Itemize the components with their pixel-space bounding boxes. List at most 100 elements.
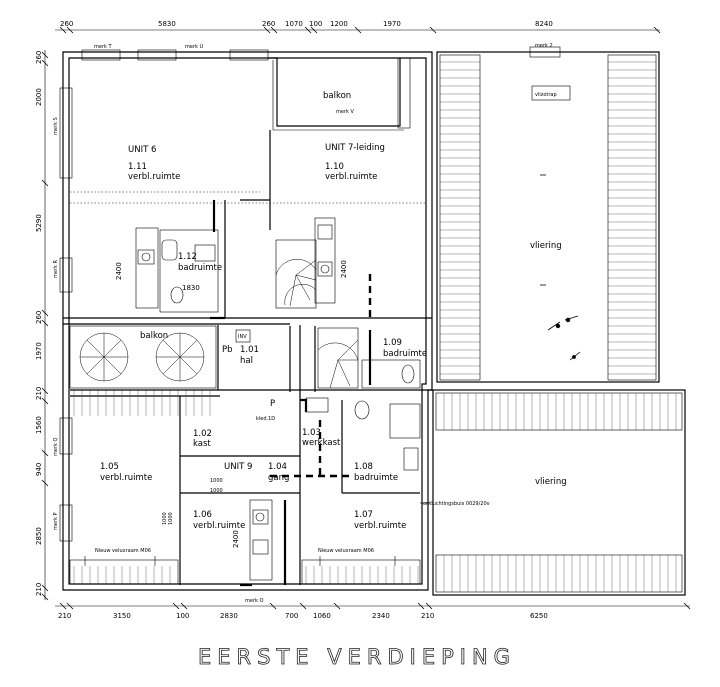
label-1-12-sub: badruimte (178, 263, 222, 273)
dim-top-260b: 260 (262, 20, 275, 28)
balcony-top: balkon merk V (268, 57, 411, 131)
drawing-title: EERSTE VERDIEPING (198, 645, 516, 669)
label-1-08-sub: badruimte (354, 473, 398, 483)
balcony-mid-left: balkon Pb (69, 325, 233, 389)
room-balkon-top: balkon (323, 91, 351, 101)
label-1-01-sub: hal (240, 356, 253, 366)
dim-top-100: 100 (309, 20, 322, 28)
dim-top-1070: 1070 (285, 20, 303, 28)
label-1-04: 1.04 (268, 462, 287, 472)
label-1-08: 1.08 (354, 462, 373, 472)
dim-top-5830: 5830 (158, 20, 176, 28)
dim-inner-1000-d: 1000 (162, 512, 168, 525)
dim-left-2000: 2000 (35, 88, 43, 106)
dim-inner-2400-b: 2400 (340, 260, 348, 278)
mark-u-label: merk U (185, 44, 203, 50)
label-1-11-sub: verbl.ruimte (128, 172, 180, 182)
room-vliering-top: vliering (530, 241, 562, 251)
label-1-06: 1.06 (193, 510, 212, 520)
dim-bottom-210: 210 (58, 612, 71, 620)
mark-2-label: merk 2 (535, 43, 553, 49)
label-1-11: 1.11 (128, 162, 147, 172)
label-1-02-sub: kast (193, 439, 211, 449)
dim-left-2850: 2850 (35, 527, 43, 545)
mark-s-label: merk S (53, 117, 59, 135)
label-1-06-sub: verbl.ruimte (193, 521, 245, 531)
dim-inner-1000-c: 1000 (168, 512, 174, 525)
label-1-10: 1.10 (325, 162, 344, 172)
label-1-05: 1.05 (100, 462, 119, 472)
dim-inner-1000-b: 1000 (210, 488, 223, 494)
mark-q-label: merk Q (53, 438, 59, 456)
dim-inner-2400-a: 2400 (115, 262, 123, 280)
room-labels: UNIT 6 1.11 verbl.ruimte UNIT 7-leiding … (100, 143, 427, 604)
dim-inner-1000-a: 1000 (210, 478, 223, 484)
dim-left-260b: 260 (35, 311, 43, 324)
room-vliering-bottom: vliering (535, 477, 567, 487)
dim-top-1200: 1200 (330, 20, 348, 28)
dim-bottom-2830: 2830 (220, 612, 238, 620)
label-p: P (270, 399, 275, 409)
dim-top-260: 260 (60, 20, 73, 28)
velux-label-right: Nieuw veluxraam M06 (318, 548, 374, 554)
dim-left-210: 210 (35, 387, 43, 400)
dim-bottom-700: 700 (285, 612, 298, 620)
attic-area-top: merk 2 vlizotrap vliering (436, 43, 660, 383)
label-pb: Pb (222, 345, 233, 355)
dimension-line-left: 260 2000 5290 260 1970 210 1560 940 2850… (35, 50, 49, 601)
label-unit7: UNIT 7-leiding (325, 143, 385, 153)
label-1-02: 1.02 (193, 429, 212, 439)
dim-top-8240: 8240 (535, 20, 553, 28)
room-balkon-mid: balkon (140, 331, 168, 341)
dim-bottom-210b: 210 (421, 612, 434, 620)
dim-bottom-3150: 3150 (113, 612, 131, 620)
interior-walls (63, 130, 432, 585)
mark-p-label: merk P (53, 512, 59, 530)
label-1-10-sub: verbl.ruimte (325, 172, 377, 182)
label-1-09-sub: badruimte (383, 349, 427, 359)
dimension-line-bottom: 210 3150 100 2830 700 1060 2340 210 6250 (55, 602, 691, 620)
dim-bottom-2340: 2340 (372, 612, 390, 620)
dim-top-1970: 1970 (383, 20, 401, 28)
dim-bottom-100: 100 (176, 612, 189, 620)
label-1-01: 1.01 (240, 345, 259, 355)
rooflight-strips: Nieuw veluxraam M06 Nieuw veluxraam M06 (69, 390, 421, 585)
stair-unit9 (317, 327, 359, 389)
dim-left-940: 940 (35, 463, 43, 476)
label-1-07: 1.07 (354, 510, 373, 520)
service-line (270, 274, 372, 585)
inv-label: INV (238, 334, 247, 340)
vlizotrap-label: vlizotrap (535, 92, 557, 98)
dim-bottom-6250: 6250 (530, 612, 548, 620)
dim-left-210b: 210 (35, 583, 43, 596)
label-1-12: 1.12 (178, 252, 197, 262)
stair-unit7 (275, 239, 317, 309)
mark-v-label: merk V (336, 109, 354, 115)
velux-label-left: Nieuw veluxraam M06 (95, 548, 151, 554)
dim-inner-1830: 1830 (182, 284, 200, 292)
label-1-05-sub: verbl.ruimte (100, 473, 152, 483)
dim-left-1560: 1560 (35, 416, 43, 434)
label-1-04-sub: gang (268, 473, 289, 483)
dim-left-5290: 5290 (35, 214, 43, 232)
inner-dimensions: 2400 2400 2400 1830 1000 1000 1000 1000 … (115, 260, 348, 548)
mark-t-label: merk T (94, 44, 112, 50)
dim-left-260: 260 (35, 51, 43, 64)
label-1-07-sub: verbl.ruimte (354, 521, 406, 531)
label-unit6: UNIT 6 (128, 145, 156, 155)
mark-r-label: merk R (53, 260, 59, 278)
dim-inner-2400-c: 2400 (232, 530, 240, 548)
label-1-03: 1.03 (302, 428, 321, 438)
fixtures (135, 200, 421, 587)
ontluchtingsbuis-label: ontluchtingsbuis 0029/20v (423, 501, 490, 507)
kled-label: kled.1D (256, 416, 275, 422)
label-unit9: UNIT 9 (224, 462, 252, 472)
dim-left-1970: 1970 (35, 342, 43, 360)
mark-o-label: merk O (245, 598, 263, 604)
dimension-line-top: 260 5830 260 1070 100 1200 1970 8240 (55, 20, 661, 34)
dim-bottom-1060: 1060 (313, 612, 331, 620)
attic-area-bottom: vliering ontluchtingsbuis 0029/20v (420, 389, 686, 596)
label-1-09: 1.09 (383, 338, 402, 348)
label-1-03-sub: werkkast (302, 438, 341, 448)
